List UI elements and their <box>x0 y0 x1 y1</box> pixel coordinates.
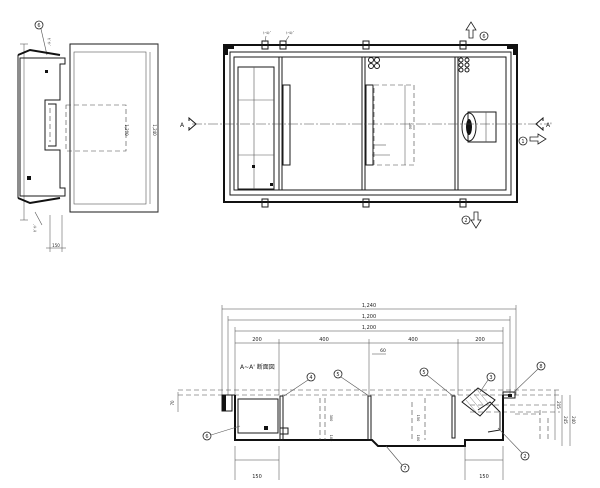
svg-text:ｶﾞｲﾄﾞ: ｶﾞｲﾄﾞ <box>32 223 37 232</box>
dim-seg-4: 200 <box>475 337 485 343</box>
side-view: 6 ｶﾞｲﾄﾞ 1,200 1,240 ｶﾞｲﾄﾞ 150 <box>17 20 159 252</box>
dim-seg-1: 200 <box>252 337 262 343</box>
dim-right-1: 215 <box>556 401 561 409</box>
dim-small: 60 <box>380 348 386 354</box>
svg-text:150: 150 <box>52 243 60 248</box>
arrow-right <box>529 133 547 145</box>
svg-text:1: 1 <box>521 139 524 145</box>
plan-outlet-pipe <box>467 111 497 143</box>
section-tank-floor <box>234 395 504 447</box>
plan-screen-basket <box>237 66 275 190</box>
side-dim-a: 1,200 <box>124 124 129 136</box>
svg-text:2: 2 <box>523 454 526 460</box>
dim-overall: 1,240 <box>362 303 376 309</box>
side-dim-b: 1,240 <box>152 124 157 136</box>
svg-text:8: 8 <box>539 364 542 370</box>
section-mark-right: A' <box>546 122 552 129</box>
svg-text:ﾄｰﾙﾄﾞ: ﾄｰﾙﾄﾞ <box>263 31 272 35</box>
plan-top-handles: ﾄｰﾙﾄﾞ ﾄｰﾙﾄﾞ <box>261 31 467 208</box>
side-view-balloon <box>34 20 44 30</box>
section-vlabel-3: 150 <box>416 415 420 422</box>
arrow-down <box>470 211 482 229</box>
baffle-1 <box>279 395 284 441</box>
dim-bottom-1: 150 <box>252 474 262 480</box>
section-screen-box <box>237 398 279 434</box>
plan-balloon-top <box>479 31 489 41</box>
svg-text:6: 6 <box>482 34 485 40</box>
dim-inner-2: 1,200 <box>362 325 376 331</box>
plan-dim-inner: 300 <box>408 123 412 130</box>
section-view: 1,240 1,200 1,200 200 400 400 200 60 A~A… <box>170 303 576 480</box>
dim-right-2: 245 <box>563 416 568 424</box>
section-dimensions-top: 1,240 1,200 1,200 200 400 400 200 60 <box>221 303 517 395</box>
dim-seg-3: 400 <box>408 337 418 343</box>
svg-text:3: 3 <box>489 375 492 381</box>
section-title: A~A' 断面図 <box>240 363 275 371</box>
section-mark-left: A <box>180 122 185 129</box>
plan-outer-wall <box>223 44 518 203</box>
section-balloons: 4 5 5 3 8 6 7 2 <box>202 361 546 473</box>
svg-text:2: 2 <box>464 218 467 224</box>
dim-seg-2: 400 <box>319 337 329 343</box>
svg-text:6: 6 <box>205 434 208 440</box>
dim-right-3: 240 <box>571 416 576 424</box>
svg-text:ﾄｰﾙﾄﾞ: ﾄｰﾙﾄﾞ <box>286 31 295 35</box>
dim-inner-1: 1,200 <box>362 314 376 320</box>
dim-bottom-2: 150 <box>479 474 489 480</box>
section-elbow <box>461 387 496 417</box>
svg-text:7: 7 <box>403 466 406 472</box>
section-vlabel-1: 300 <box>329 415 333 422</box>
svg-text:5: 5 <box>422 370 425 376</box>
baffle-2 <box>367 395 372 441</box>
plan-balloon-right <box>518 136 528 146</box>
svg-text:4: 4 <box>309 375 312 381</box>
plan-balloon-bottom <box>461 215 471 225</box>
plan-view: ﾄｰﾙﾄﾞ ﾄｰﾙﾄﾞ A A' 300 6 2 1 <box>180 21 552 229</box>
svg-text:5: 5 <box>336 372 339 378</box>
side-view-note: ｶﾞｲﾄﾞ <box>47 38 52 47</box>
arrow-up <box>465 21 477 39</box>
section-vlabel-2: 100 <box>329 435 333 442</box>
side-view-balloon-label: 6 <box>37 23 40 29</box>
dim-left-height: 70 <box>170 400 175 406</box>
baffle-3 <box>451 395 456 439</box>
section-vlabel-4: 100 <box>416 435 420 442</box>
